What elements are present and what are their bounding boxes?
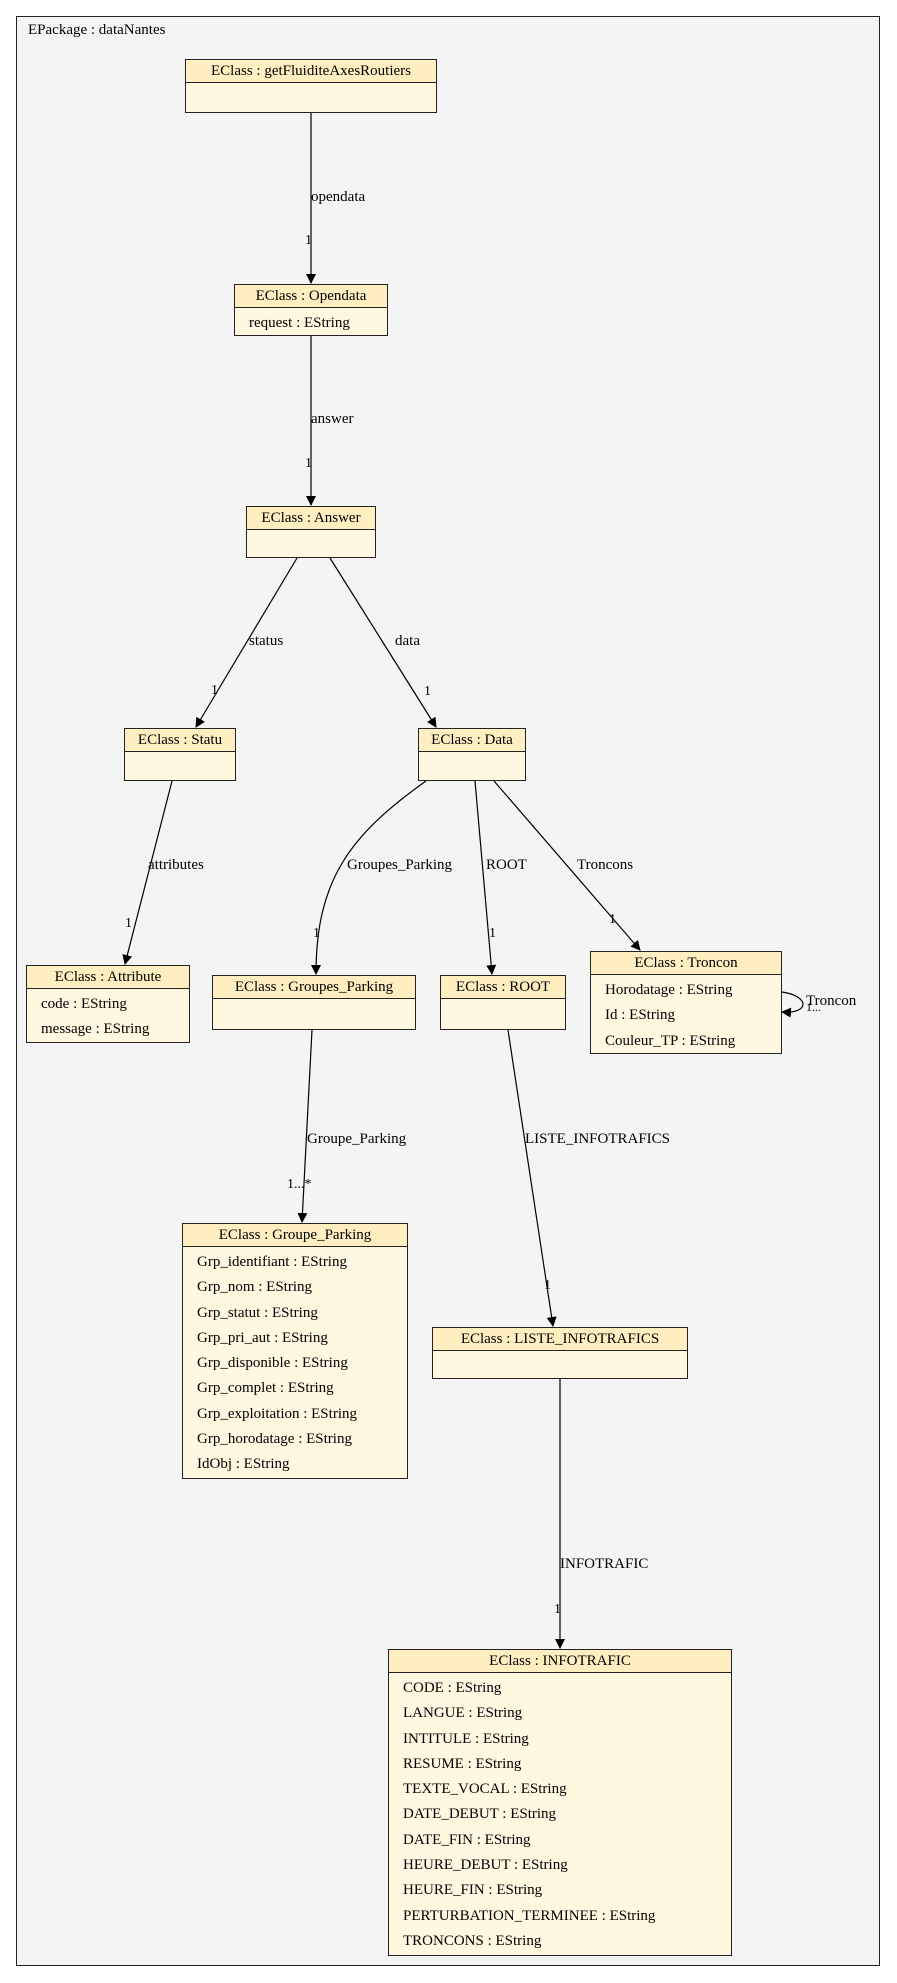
class-infotrafic[interactable]: EClass : INFOTRAFIC CODE : EString LANGU…: [388, 1649, 732, 1956]
class-root[interactable]: EClass : ROOT: [440, 975, 566, 1030]
class-title: EClass : Groupes_Parking: [213, 976, 415, 999]
mult-answer: 1: [305, 456, 312, 471]
attribute: RESUME : EString: [403, 1755, 522, 1772]
attribute: Id : EString: [605, 1007, 675, 1024]
class-statu[interactable]: EClass : Statu: [124, 728, 236, 781]
attribute: HEURE_DEBUT : EString: [403, 1857, 568, 1874]
attribute: Grp_horodatage : EString: [197, 1431, 352, 1448]
attribute: IdObj : EString: [197, 1456, 290, 1473]
attribute: HEURE_FIN : EString: [403, 1882, 543, 1899]
class-title: EClass : Attribute: [27, 966, 189, 989]
attribute: DATE_DEBUT : EString: [403, 1806, 557, 1823]
attribute: TRONCONS : EString: [403, 1932, 542, 1949]
label-troncons: Troncons: [577, 857, 634, 873]
attribute: PERTURBATION_TERMINEE : EString: [403, 1907, 656, 1924]
mult-infotrafic: 1: [554, 1602, 561, 1617]
mult-status: 1: [211, 683, 218, 698]
label-groupes-parking: Groupes_Parking: [347, 857, 452, 873]
attribute: message : EString: [41, 1021, 150, 1038]
attribute: LANGUE : EString: [403, 1705, 523, 1722]
attribute: Couleur_TP : EString: [605, 1032, 736, 1049]
class-title: EClass : Answer: [247, 507, 375, 530]
class-title: EClass : getFluiditeAxesRoutiers: [186, 60, 436, 83]
class-getfluiditeaxesroutiers[interactable]: EClass : getFluiditeAxesRoutiers: [185, 59, 437, 113]
label-root: ROOT: [486, 857, 527, 873]
attribute: Grp_statut : EString: [197, 1304, 318, 1321]
attribute: Horodatage : EString: [605, 982, 733, 998]
attribute: Grp_exploitation : EString: [197, 1405, 357, 1422]
package-title: EPackage : dataNantes: [28, 22, 166, 38]
label-opendata: opendata: [311, 189, 366, 205]
mult-attributes: 1: [125, 916, 132, 931]
class-troncon[interactable]: EClass : Troncon Horodatage : EString Id…: [590, 951, 782, 1054]
label-attributes: attributes: [148, 857, 204, 873]
mult-groupes-parking: 1: [313, 926, 320, 941]
class-liste-infotrafics[interactable]: EClass : LISTE_INFOTRAFICS: [432, 1327, 688, 1379]
label-infotrafic: INFOTRAFIC: [560, 1556, 649, 1572]
attribute: CODE : EString: [403, 1680, 502, 1696]
attribute: request : EString: [249, 315, 350, 331]
attribute: Grp_identifiant : EString: [197, 1254, 347, 1270]
attribute: Grp_disponible : EString: [197, 1355, 348, 1372]
label-data: data: [395, 633, 420, 649]
mult-data: 1: [424, 684, 431, 699]
mult-liste-infotrafics: 1: [544, 1278, 551, 1293]
mult-troncon-self: 1...: [806, 1000, 821, 1014]
class-opendata[interactable]: EClass : Opendata request : EString: [234, 284, 388, 336]
class-title: EClass : INFOTRAFIC: [389, 1650, 731, 1673]
attribute: TEXTE_VOCAL : EString: [403, 1781, 567, 1798]
attribute: DATE_FIN : EString: [403, 1831, 531, 1848]
class-data[interactable]: EClass : Data: [418, 728, 526, 781]
mult-opendata: 1: [305, 233, 312, 248]
class-title: EClass : Groupe_Parking: [183, 1224, 407, 1247]
class-title: EClass : LISTE_INFOTRAFICS: [433, 1328, 687, 1351]
class-title: EClass : Data: [419, 729, 525, 752]
mult-troncons: 1: [609, 912, 616, 927]
class-title: EClass : Troncon: [591, 952, 781, 975]
class-groupe-parking[interactable]: EClass : Groupe_Parking Grp_identifiant …: [182, 1223, 408, 1479]
label-groupe-parking: Groupe_Parking: [307, 1131, 407, 1147]
class-answer[interactable]: EClass : Answer: [246, 506, 376, 558]
class-attribute[interactable]: EClass : Attribute code : EString messag…: [26, 965, 190, 1043]
attribute: code : EString: [41, 996, 127, 1012]
class-groupes-parking[interactable]: EClass : Groupes_Parking: [212, 975, 416, 1030]
label-liste-infotrafics: LISTE_INFOTRAFICS: [525, 1131, 671, 1147]
class-title: EClass : Opendata: [235, 285, 387, 308]
mult-root: 1: [489, 926, 496, 941]
label-answer: answer: [311, 411, 354, 427]
attribute: INTITULE : EString: [403, 1730, 529, 1747]
mult-groupe-parking: 1...*: [287, 1177, 312, 1192]
label-troncon-self: Troncon: [806, 993, 857, 1009]
attribute: Grp_pri_aut : EString: [197, 1329, 328, 1346]
label-status: status: [249, 633, 284, 649]
attribute: Grp_nom : EString: [197, 1279, 312, 1296]
class-title: EClass : Statu: [125, 729, 235, 752]
attribute: Grp_complet : EString: [197, 1380, 334, 1397]
class-title: EClass : ROOT: [441, 976, 565, 999]
